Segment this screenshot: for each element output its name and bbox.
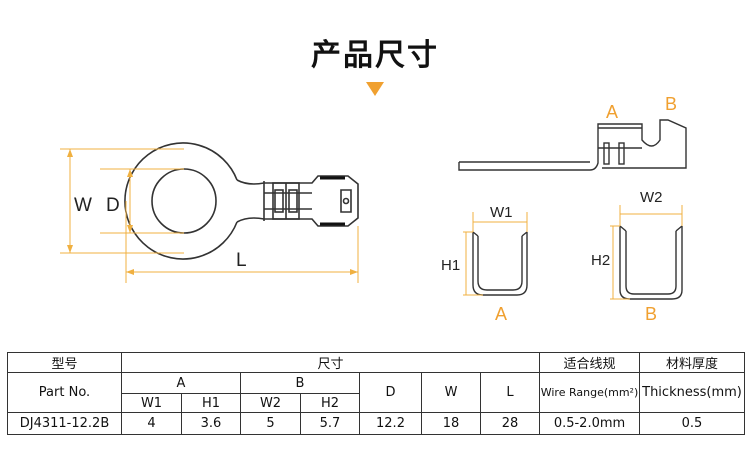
side-label-a: A [606,102,618,122]
terminal-drawing: W D L A B W1 H1 A W2 H2 B [60,94,687,324]
sub-w1: W1 [121,393,182,413]
dim-label-w1: W1 [490,204,513,221]
header-b: B [240,372,360,394]
page-title: 产品尺寸 [311,38,439,73]
dimension-arrows [67,149,358,275]
section-label-a: A [495,304,507,324]
header-dims-cn: 尺寸 [121,352,540,373]
header-thickness: Thickness(mm) [639,372,745,413]
terminal-side-view [458,119,687,171]
side-label-b: B [665,94,677,114]
cross-section-a [472,231,528,296]
section-a-dims [463,212,528,296]
sub-h1: H1 [181,393,241,413]
cell-w: 18 [421,412,481,435]
sub-h2: H2 [300,393,360,413]
dim-label-l: L [236,250,247,271]
table-row: DJ4311-12.2B 4 3.6 5 5.7 12.2 18 28 0.5-… [7,412,745,435]
ring-terminal-top-view [124,142,359,260]
cell-w1: 4 [121,412,182,435]
cell-h2: 5.7 [300,412,360,435]
down-arrow-icon [366,82,384,96]
cell-w2: 5 [240,412,301,435]
cell-h1: 3.6 [181,412,241,435]
cell-d: 12.2 [359,412,422,435]
header-l: L [480,372,540,413]
cell-thickness: 0.5 [639,412,745,435]
header-model-cn: 型号 [7,352,122,373]
cross-section-b [619,225,683,300]
header-wire-range: Wire Range(mm²) [539,372,640,413]
dim-label-w2: W2 [640,189,663,206]
cell-part-no: DJ4311-12.2B [7,412,122,435]
cell-l: 28 [480,412,540,435]
dimension-lines [60,148,359,283]
dim-label-h1: H1 [441,257,460,274]
dim-label-h2: H2 [591,252,610,269]
cell-wire: 0.5-2.0mm [539,412,640,435]
section-b-dims [610,205,683,300]
dim-label-d: D [106,195,120,216]
spec-table: 型号 尺寸 适合线规 材料厚度 Part No. A B D W L Wire … [7,352,745,435]
header-part-no: Part No. [7,372,122,413]
section-label-b: B [645,304,657,324]
header-a: A [121,372,241,394]
header-w: W [421,372,481,413]
dim-label-w: W [74,195,92,216]
header-d: D [359,372,422,413]
header-thickness-cn: 材料厚度 [639,352,745,373]
sub-w2: W2 [240,393,301,413]
header-wire-cn: 适合线规 [539,352,640,373]
